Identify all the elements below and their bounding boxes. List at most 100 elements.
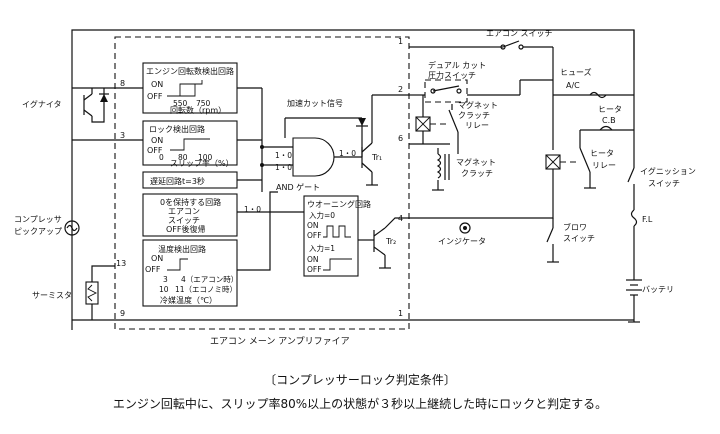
and-gate: AND ゲート 1・0 1・0 1・0 1・0 [244, 137, 356, 214]
svg-text:C.B: C.B [602, 116, 616, 125]
lock-detect-block: ロック検出回路 ON OFF 0 80 100 スリップ率（%） [142, 120, 238, 168]
pin-1-top: 1 [398, 37, 403, 46]
svg-text:OFF後復帰: OFF後復帰 [166, 224, 206, 234]
svg-text:AND ゲート: AND ゲート [276, 182, 320, 192]
svg-text:0: 0 [159, 153, 164, 162]
svg-text:スイッチ: スイッチ [648, 179, 680, 188]
svg-text:OFF: OFF [147, 146, 163, 155]
svg-text:温度検出回路: 温度検出回路 [158, 244, 206, 254]
caption-body: エンジン回転中に、スリップ率80%以上の状態が３秒以上継続した時にロックと判定す… [112, 397, 608, 411]
svg-text:ヒューズ: ヒューズ [560, 67, 592, 77]
svg-text:クラッチ: クラッチ [458, 111, 490, 120]
circuit-diagram: エアコン メーン アンプリファイア エンジン回転数検出回路 ON OFF 550… [14, 29, 696, 345]
svg-text:エアコン スイッチ: エアコン スイッチ [486, 29, 553, 38]
svg-text:10: 10 [159, 285, 169, 294]
svg-text:750: 750 [196, 99, 211, 108]
blower-switch: ブロワ スイッチ [546, 218, 595, 263]
svg-text:エンジン回転数検出回路: エンジン回転数検出回路 [146, 66, 234, 76]
svg-text:ウオーニング回路: ウオーニング回路 [307, 199, 371, 209]
accel-cut-label: 加速カット信号 [287, 98, 343, 108]
svg-text:OFF: OFF [307, 265, 322, 274]
magnet-clutch: マグネット クラッチ [432, 132, 496, 191]
svg-text:ON: ON [307, 221, 319, 230]
svg-text:100: 100 [198, 153, 213, 162]
pin-6: 6 [398, 134, 403, 143]
svg-text:バッテリ: バッテリ [642, 285, 674, 294]
amplifier-label: エアコン メーン アンプリファイア [210, 336, 350, 345]
ac-switch: エアコン スイッチ [486, 29, 553, 50]
svg-text:圧力スイッチ: 圧力スイッチ [428, 70, 476, 80]
svg-text:3: 3 [163, 275, 168, 284]
svg-text:デュアル カット: デュアル カット [428, 60, 486, 70]
transistor-tr1: Tr₁ [361, 142, 382, 186]
svg-text:ON: ON [151, 254, 163, 263]
svg-text:ON: ON [307, 255, 319, 264]
pin-4: 4 [398, 214, 403, 223]
svg-text:マグネット: マグネット [458, 100, 498, 110]
battery: バッテリ [626, 226, 674, 323]
heater-relay: ヒータ リレー [545, 147, 616, 173]
pin-8: 8 [120, 79, 125, 88]
svg-text:11（エコノミ時）: 11（エコノミ時） [175, 285, 237, 294]
svg-text:ヒータ: ヒータ [598, 105, 622, 114]
svg-text:コンプレッサ: コンプレッサ [14, 215, 62, 224]
caption-title: 〔コンプレッサーロック判定条件〕 [264, 373, 456, 387]
svg-text:冷媒温度（℃）: 冷媒温度（℃） [160, 295, 217, 305]
svg-text:ON: ON [151, 80, 163, 89]
warning-circuit-block: ウオーニング回路 入力=0 ON OFF 入力=1 ON OFF [303, 195, 371, 277]
rpm-detect-block: エンジン回転数検出回路 ON OFF 550 750 回転数（rpm） [142, 62, 238, 115]
pin-1-bottom: 1 [398, 309, 403, 318]
svg-text:A/C: A/C [566, 81, 580, 90]
svg-text:ピックアップ: ピックアップ [14, 227, 62, 236]
transistor-tr2: Tr₂ [373, 227, 396, 269]
svg-text:1・0: 1・0 [339, 149, 356, 158]
fusible-link: F.L [630, 209, 653, 227]
temp-detect-block: 温度検出回路 ON OFF 3 4（エアコン時） 10 11（エコノミ時） 冷媒… [142, 239, 238, 307]
svg-text:回転数（rpm）: 回転数（rpm） [170, 105, 226, 115]
svg-text:クラッチ: クラッチ [461, 169, 493, 178]
svg-text:リレー: リレー [592, 161, 616, 170]
svg-text:1・0: 1・0 [244, 205, 261, 214]
fuse-ac: ヒューズ A/C [553, 67, 634, 99]
svg-text:1・0: 1・0 [275, 163, 292, 172]
svg-text:ON: ON [151, 136, 163, 145]
svg-text:リレー: リレー [465, 121, 489, 130]
svg-text:遅延回路t=3秒: 遅延回路t=3秒 [150, 176, 205, 186]
svg-text:イグナイタ: イグナイタ [22, 99, 62, 109]
svg-text:OFF: OFF [147, 92, 163, 101]
svg-text:イグニッション: イグニッション [640, 166, 696, 176]
svg-text:ロック検出回路: ロック検出回路 [149, 124, 205, 134]
svg-text:OFF: OFF [307, 231, 322, 240]
pin-2: 2 [398, 85, 403, 94]
svg-text:F.L: F.L [642, 215, 653, 224]
ignition-switch: イグニッション スイッチ [627, 95, 696, 210]
svg-text:スイッチ: スイッチ [168, 216, 200, 225]
svg-text:ブロワ: ブロワ [563, 222, 587, 232]
svg-text:インジケータ: インジケータ [438, 237, 486, 246]
svg-text:0を保持する回路: 0を保持する回路 [160, 197, 221, 207]
svg-text:4（エアコン時）: 4（エアコン時） [181, 275, 238, 284]
amplifier-outline [114, 36, 410, 330]
svg-text:入力=0: 入力=0 [309, 210, 335, 220]
thermistor: サーミスタ [32, 265, 115, 320]
svg-text:Tr₁: Tr₁ [371, 153, 382, 162]
svg-text:550: 550 [173, 99, 188, 108]
indicator-lamp: インジケータ [438, 200, 554, 246]
magnet-clutch-relay: マグネット クラッチ リレー [415, 100, 498, 133]
pin-9: 9 [120, 309, 125, 318]
svg-text:ヒータ: ヒータ [590, 149, 614, 158]
svg-text:入力=1: 入力=1 [309, 243, 335, 253]
heater-cb: ヒータ C.B [598, 105, 622, 131]
svg-text:マグネット: マグネット [456, 157, 496, 167]
svg-text:80: 80 [178, 153, 188, 162]
svg-text:スイッチ: スイッチ [563, 234, 595, 243]
svg-text:エアコン: エアコン [168, 207, 200, 216]
hold-zero-block: 0を保持する回路 エアコン スイッチ OFF後復帰 [142, 193, 238, 237]
igniter: イグナイタ [22, 87, 115, 123]
delay-block: 遅延回路t=3秒 [142, 171, 238, 189]
compressor-pickup: コンプレッサ ピックアップ [14, 215, 80, 236]
svg-text:サーミスタ: サーミスタ [32, 291, 72, 300]
pin-3: 3 [120, 131, 125, 140]
svg-text:スリップ率（%）: スリップ率（%） [170, 158, 234, 168]
svg-text:OFF: OFF [145, 265, 161, 274]
